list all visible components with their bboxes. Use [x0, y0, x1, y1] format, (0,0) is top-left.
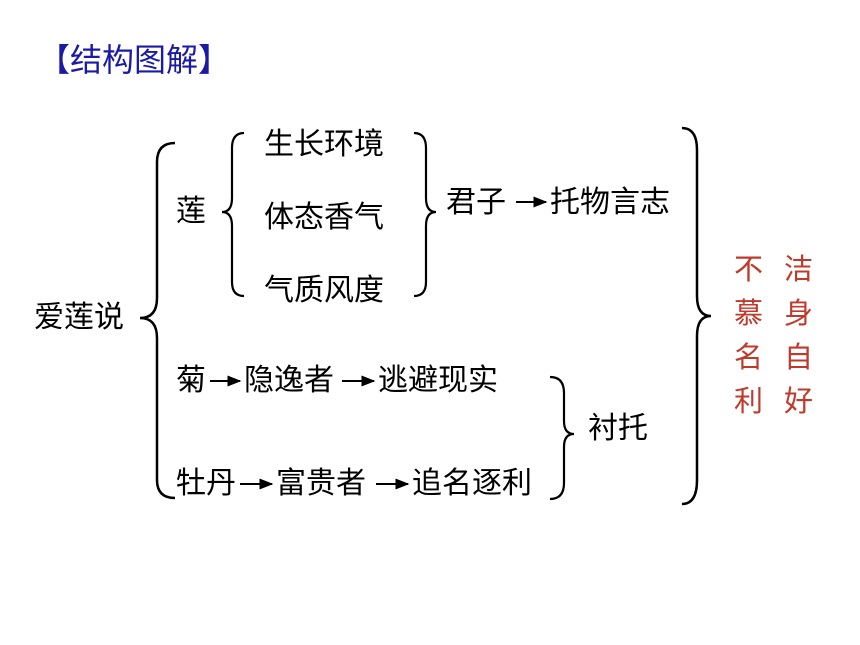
root-brace: [139, 141, 176, 500]
conclusion-col2-3: 自: [784, 340, 814, 374]
aspect-appearance: 体态香气: [264, 200, 384, 235]
peony-label: 牡丹: [176, 466, 236, 501]
aspect-character: 气质风度: [264, 273, 384, 308]
wealthy-label: 富贵者: [276, 466, 366, 501]
contrast-brace: [549, 375, 575, 501]
lotus-right-brace: [413, 131, 437, 298]
escape-label: 逃避现实: [378, 363, 498, 398]
lotus-label: 莲: [176, 194, 206, 229]
lotus-brace: [221, 131, 245, 298]
tuowu-label: 托物言志: [550, 185, 670, 220]
hermit-label: 隐逸者: [244, 363, 334, 398]
conclusion-col2-4: 好: [784, 384, 814, 418]
conclusion-col1-2: 慕: [734, 296, 764, 330]
contrast-label: 衬托: [588, 411, 648, 446]
conclusion-col2-1: 洁: [784, 252, 814, 286]
conclusion-col1-1: 不: [734, 252, 764, 286]
root-label: 爱莲说: [34, 300, 124, 335]
aspect-growth: 生长环境: [264, 127, 384, 162]
conclusion-col1-4: 利: [734, 384, 764, 418]
page-title: 【结构图解】: [38, 41, 231, 79]
chrys-label: 菊: [176, 363, 206, 398]
conclusion-col1-3: 名: [734, 340, 764, 374]
conclusion-col2-2: 身: [784, 296, 814, 330]
fame-label: 追名逐利: [412, 466, 532, 501]
conclusion-brace: [681, 126, 712, 506]
junzi-label: 君子: [446, 185, 506, 220]
